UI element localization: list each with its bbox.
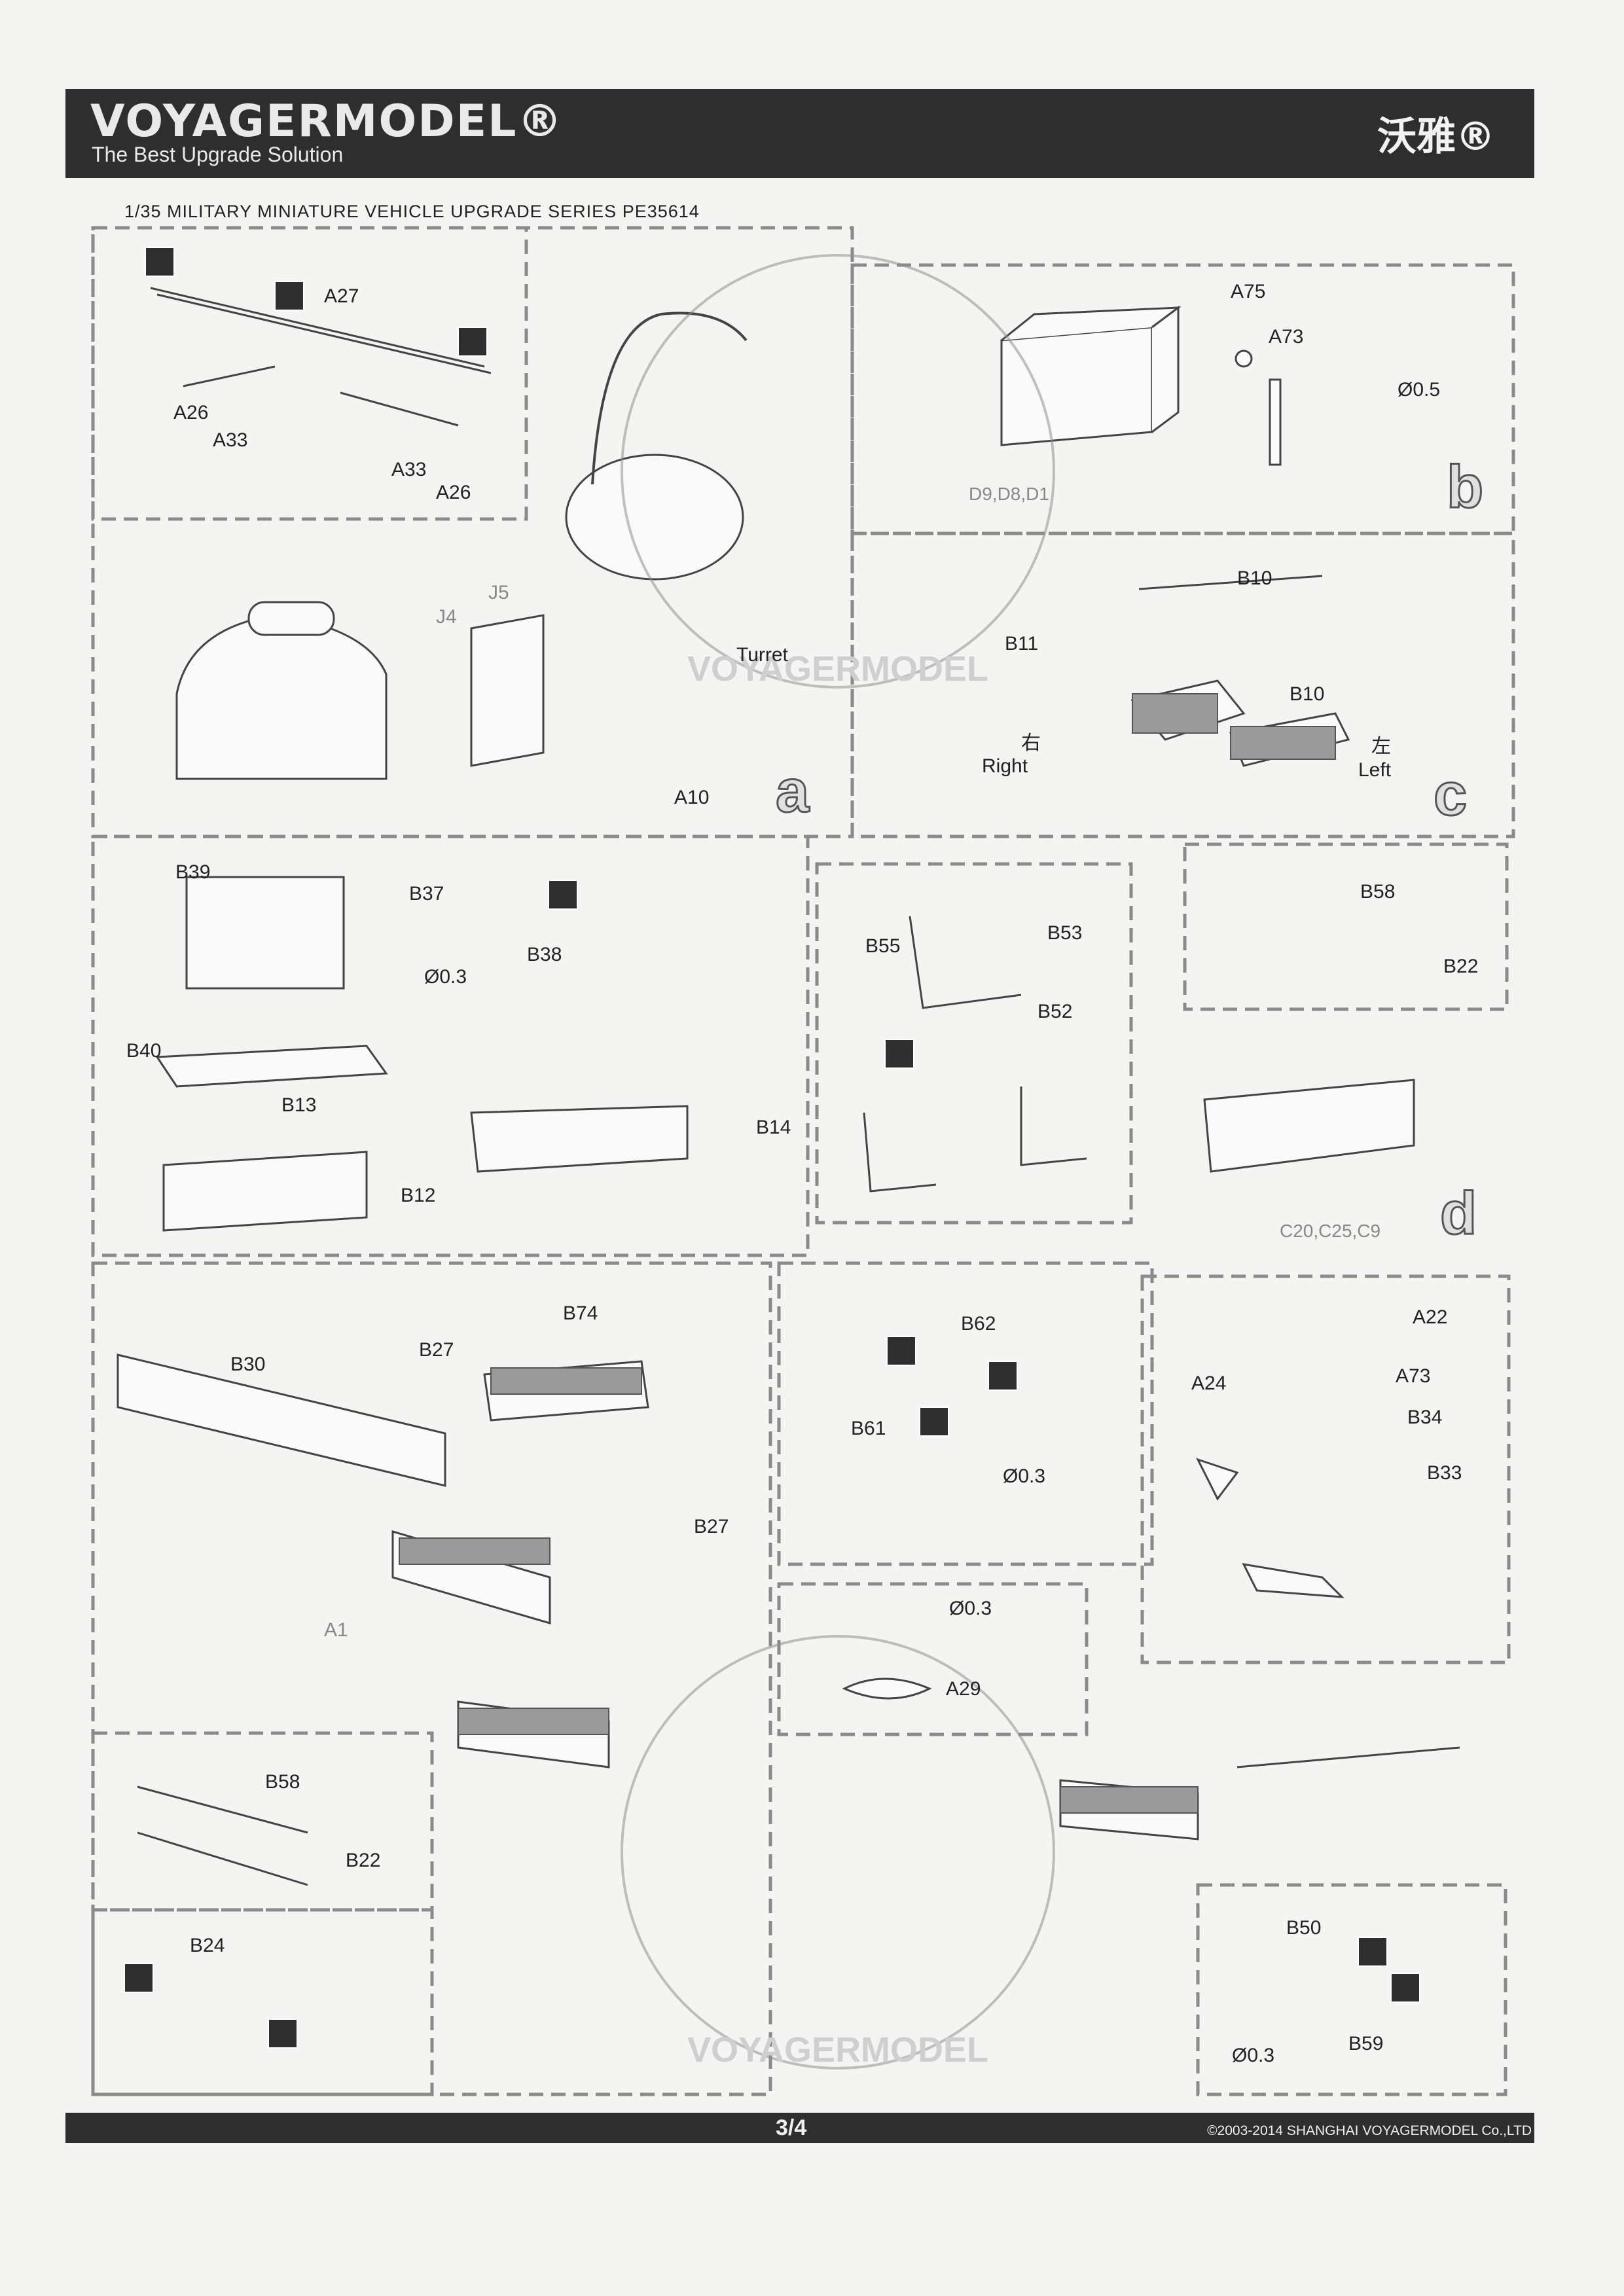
part-label: A73 [1396, 1365, 1430, 1387]
part-label: B34 [1407, 1407, 1442, 1428]
panel-b24-frame [91, 1908, 434, 2096]
footer-bar: 3/4 ©2003-2014 SHANGHAI VOYAGERMODEL Co.… [65, 2113, 1534, 2143]
part-label: B33 [1427, 1462, 1462, 1484]
part-label: B22 [346, 1850, 380, 1871]
panel-tag-b: b [1447, 454, 1483, 520]
watermark-text-top: VOYAGERMODEL [687, 649, 988, 689]
part-code-label: D9,D8,D1 [969, 484, 1049, 504]
part-label: A33 [213, 429, 247, 451]
part-label: B14 [756, 1117, 791, 1138]
part-label: J4 [436, 606, 457, 628]
part-label: A73 [1269, 326, 1303, 348]
part-label: B10 [1237, 567, 1272, 589]
page-number: 3/4 [776, 2115, 807, 2140]
watermark-text-bottom: VOYAGERMODEL [687, 2030, 988, 2070]
dimension-label: Ø0.3 [949, 1598, 992, 1619]
part-label: B58 [1360, 881, 1395, 903]
panel-latch-frame [1140, 1274, 1511, 1664]
part-label: B30 [230, 1354, 265, 1375]
part-label: B52 [1038, 1001, 1072, 1022]
part-label: B22 [1443, 956, 1478, 977]
panel-b-frame [850, 263, 1515, 535]
part-label: B55 [865, 935, 900, 957]
part-label: B61 [851, 1418, 886, 1439]
part-label: B38 [527, 944, 562, 965]
part-label: B62 [961, 1313, 996, 1335]
brand-logo: VOYAGERMODEL® [90, 96, 564, 147]
part-label: 右 [1021, 732, 1041, 754]
copyright-notice: ©2003-2014 SHANGHAI VOYAGERMODEL Co.,LTD [1207, 2123, 1532, 2138]
part-code-label: C20,C25,C9 [1280, 1221, 1380, 1241]
panel-tag-a: a [776, 758, 810, 825]
part-label: B27 [419, 1339, 454, 1361]
turret-label: Turret [736, 644, 789, 666]
part-label: A26 [436, 482, 471, 503]
part-label: J5 [488, 582, 509, 603]
part-label: A24 [1191, 1372, 1226, 1394]
watermark-seal [621, 254, 1055, 2070]
panel-box-frame [91, 834, 810, 1257]
part-label: B27 [694, 1516, 729, 1537]
part-label: A1 [324, 1619, 348, 1641]
part-label: B37 [409, 883, 444, 905]
panel-c-frame [850, 531, 1515, 838]
part-label: B10 [1290, 683, 1324, 705]
brand-tagline: The Best Upgrade Solution [92, 143, 344, 166]
part-label: A27 [324, 285, 359, 307]
dimension-label: Ø0.3 [1232, 2045, 1274, 2066]
panel-b50-frame [1196, 1883, 1507, 2096]
panel-a29-frame [777, 1582, 1089, 1736]
chinese-brand: 沃雅® [1377, 114, 1495, 160]
dimension-label: Ø0.3 [424, 966, 467, 988]
part-label: B53 [1047, 922, 1082, 944]
part-label: A10 [674, 787, 709, 808]
part-label: B12 [401, 1185, 435, 1206]
part-label: B74 [563, 1302, 598, 1324]
header-bar: VOYAGERMODEL® The Best Upgrade Solution … [65, 89, 1534, 178]
panel-tag-c: c [1434, 761, 1467, 828]
part-label: 左 [1371, 736, 1391, 757]
part-label: Left [1358, 759, 1392, 781]
part-label: B58 [265, 1771, 300, 1793]
part-label: A75 [1231, 281, 1265, 302]
dimension-label: Ø0.5 [1398, 379, 1440, 401]
panel-d-detail-frame [1183, 842, 1509, 1011]
part-label: B50 [1286, 1917, 1321, 1939]
panel-bracket-frame [815, 862, 1133, 1225]
part-label: A22 [1413, 1306, 1447, 1328]
part-label: B59 [1348, 2033, 1383, 2054]
panel-hinge-frame [777, 1261, 1154, 1566]
part-label: A26 [173, 402, 208, 423]
part-label: B11 [1005, 633, 1038, 655]
part-label: B24 [190, 1935, 225, 1956]
part-label: B40 [126, 1040, 161, 1062]
dimension-label: Ø0.3 [1003, 1465, 1045, 1487]
part-label: A29 [946, 1678, 981, 1700]
panel-b58-frame [91, 1731, 434, 1912]
panel-tag-d: d [1440, 1180, 1477, 1247]
part-label: B13 [281, 1094, 316, 1116]
part-label: B39 [175, 861, 210, 883]
part-label: A33 [391, 459, 426, 480]
part-label: Right [982, 755, 1028, 777]
series-title: 1/35 MILITARY MINIATURE VEHICLE UPGRADE … [124, 202, 700, 221]
